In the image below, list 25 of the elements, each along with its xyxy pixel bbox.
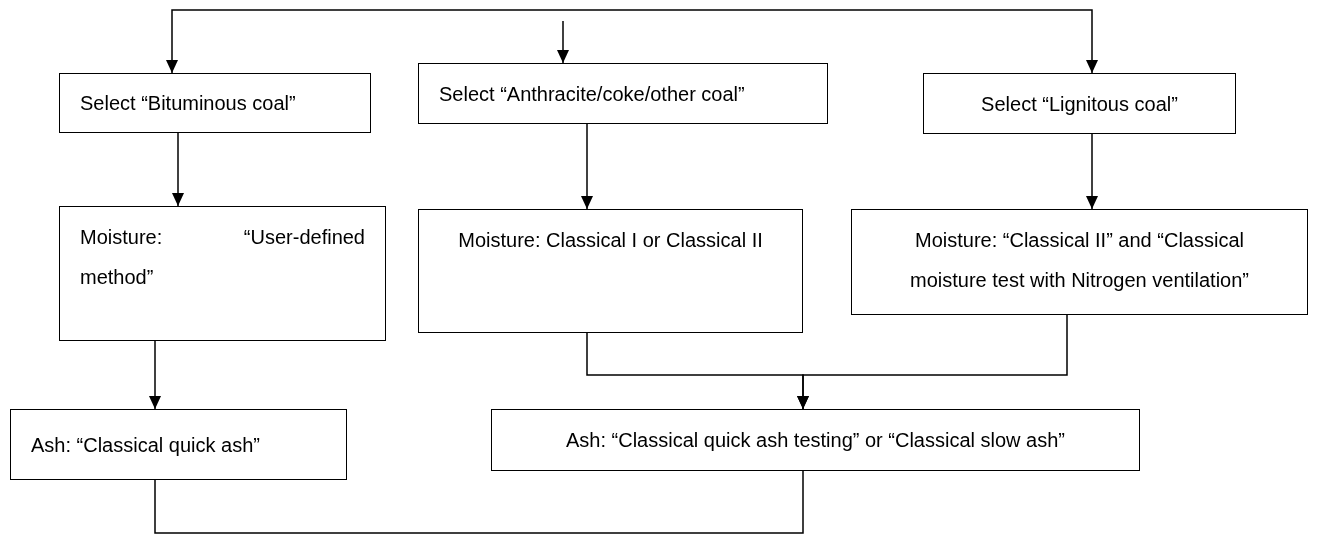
process-box — [59, 73, 371, 133]
box-label: Select “Lignitous coal” — [980, 91, 1179, 117]
arrow — [1086, 133, 1098, 210]
arrow — [581, 123, 593, 210]
process-box — [491, 409, 1140, 471]
arrow — [557, 20, 569, 64]
box-label: Moisture: Classical I or Classical II — [457, 228, 764, 253]
connector-line — [154, 470, 804, 534]
box-label: Ash: “Classical quick ash testing” or “Classical slow ash” — [564, 428, 1067, 453]
box-label: Moisture: “User-defined method” — [80, 225, 365, 290]
box-label: Select “Anthracite/coke/other coal” — [439, 81, 746, 107]
process-box — [418, 209, 803, 333]
box-label: Moisture: “Classical II” and “Classical moisture test with Nitrogen ventilation” — [908, 228, 1250, 293]
arrow — [172, 132, 184, 207]
box-label: Ash: “Classical quick ash” — [31, 432, 261, 458]
arrow — [166, 9, 564, 74]
process-box — [59, 206, 386, 341]
process-box — [851, 209, 1308, 315]
process-box — [923, 73, 1236, 134]
arrow — [562, 9, 1098, 74]
arrow — [149, 340, 161, 410]
process-box — [418, 63, 828, 124]
process-box — [10, 409, 347, 480]
box-label: Select “Bituminous coal” — [80, 91, 297, 116]
arrow — [797, 314, 1068, 410]
